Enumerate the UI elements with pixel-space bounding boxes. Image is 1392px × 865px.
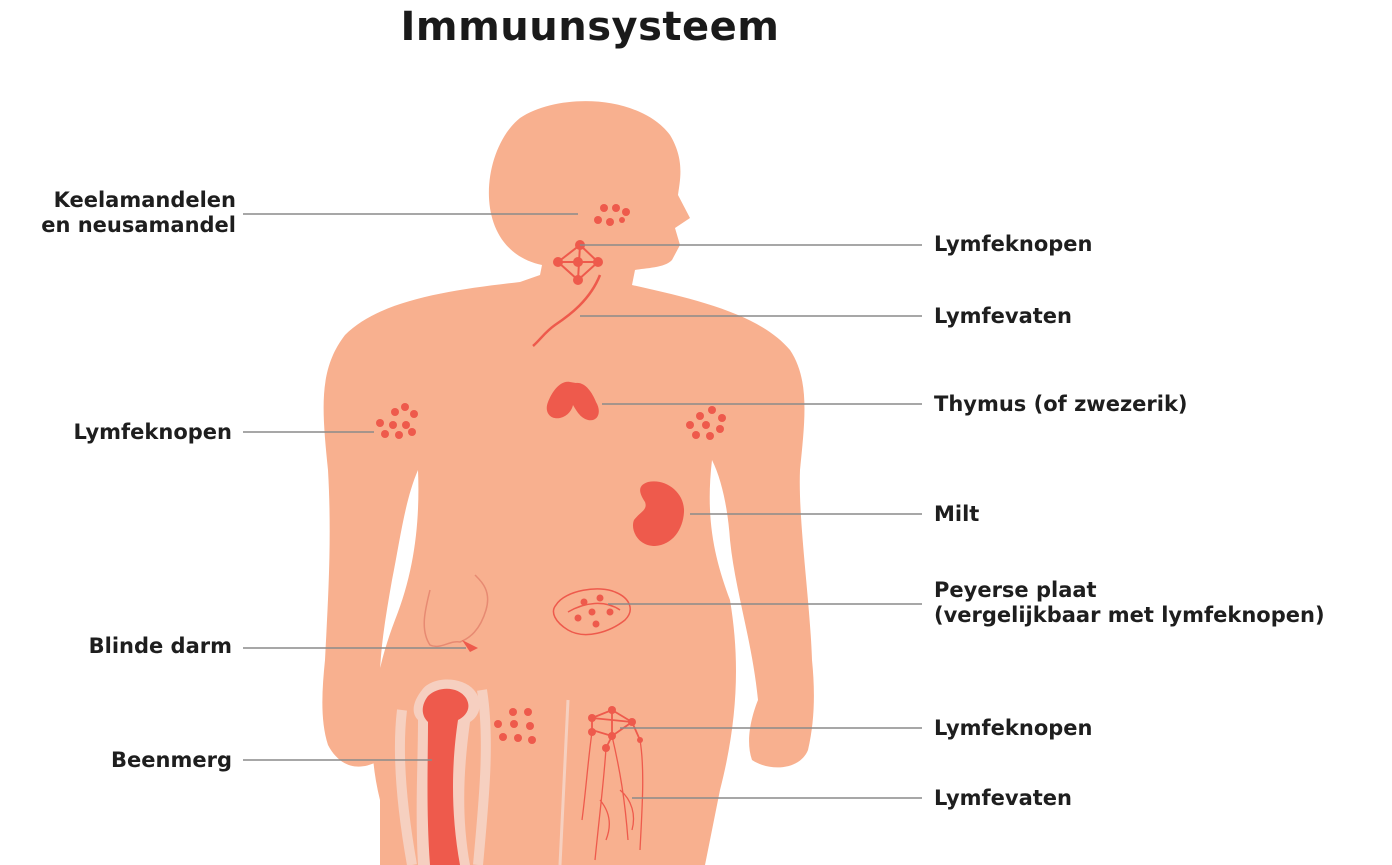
label-lymph-vessels-leg: Lymfevaten — [934, 786, 1072, 811]
label-tonsils-line1: Keelamandelen — [0, 188, 236, 213]
label-lymph-vessels-neck: Lymfevaten — [934, 304, 1072, 329]
label-spleen: Milt — [934, 502, 979, 527]
label-peyers-patch: Peyerse plaat (vergelijkbaar met lymfekn… — [934, 578, 1325, 628]
label-peyers-patch-line2: (vergelijkbaar met lymfeknopen) — [934, 603, 1325, 628]
label-peyers-patch-line1: Peyerse plaat — [934, 578, 1325, 603]
label-thymus: Thymus (of zwezerik) — [934, 392, 1188, 417]
label-bone-marrow: Beenmerg — [0, 748, 232, 773]
label-lymph-nodes-neck: Lymfeknopen — [934, 232, 1092, 257]
label-lymph-nodes-armpit: Lymfeknopen — [0, 420, 232, 445]
label-tonsils: Keelamandelen en neusamandel — [0, 188, 236, 238]
label-lymph-nodes-groin: Lymfeknopen — [934, 716, 1092, 741]
label-appendix: Blinde darm — [0, 634, 232, 659]
label-tonsils-line2: en neusamandel — [0, 213, 236, 238]
